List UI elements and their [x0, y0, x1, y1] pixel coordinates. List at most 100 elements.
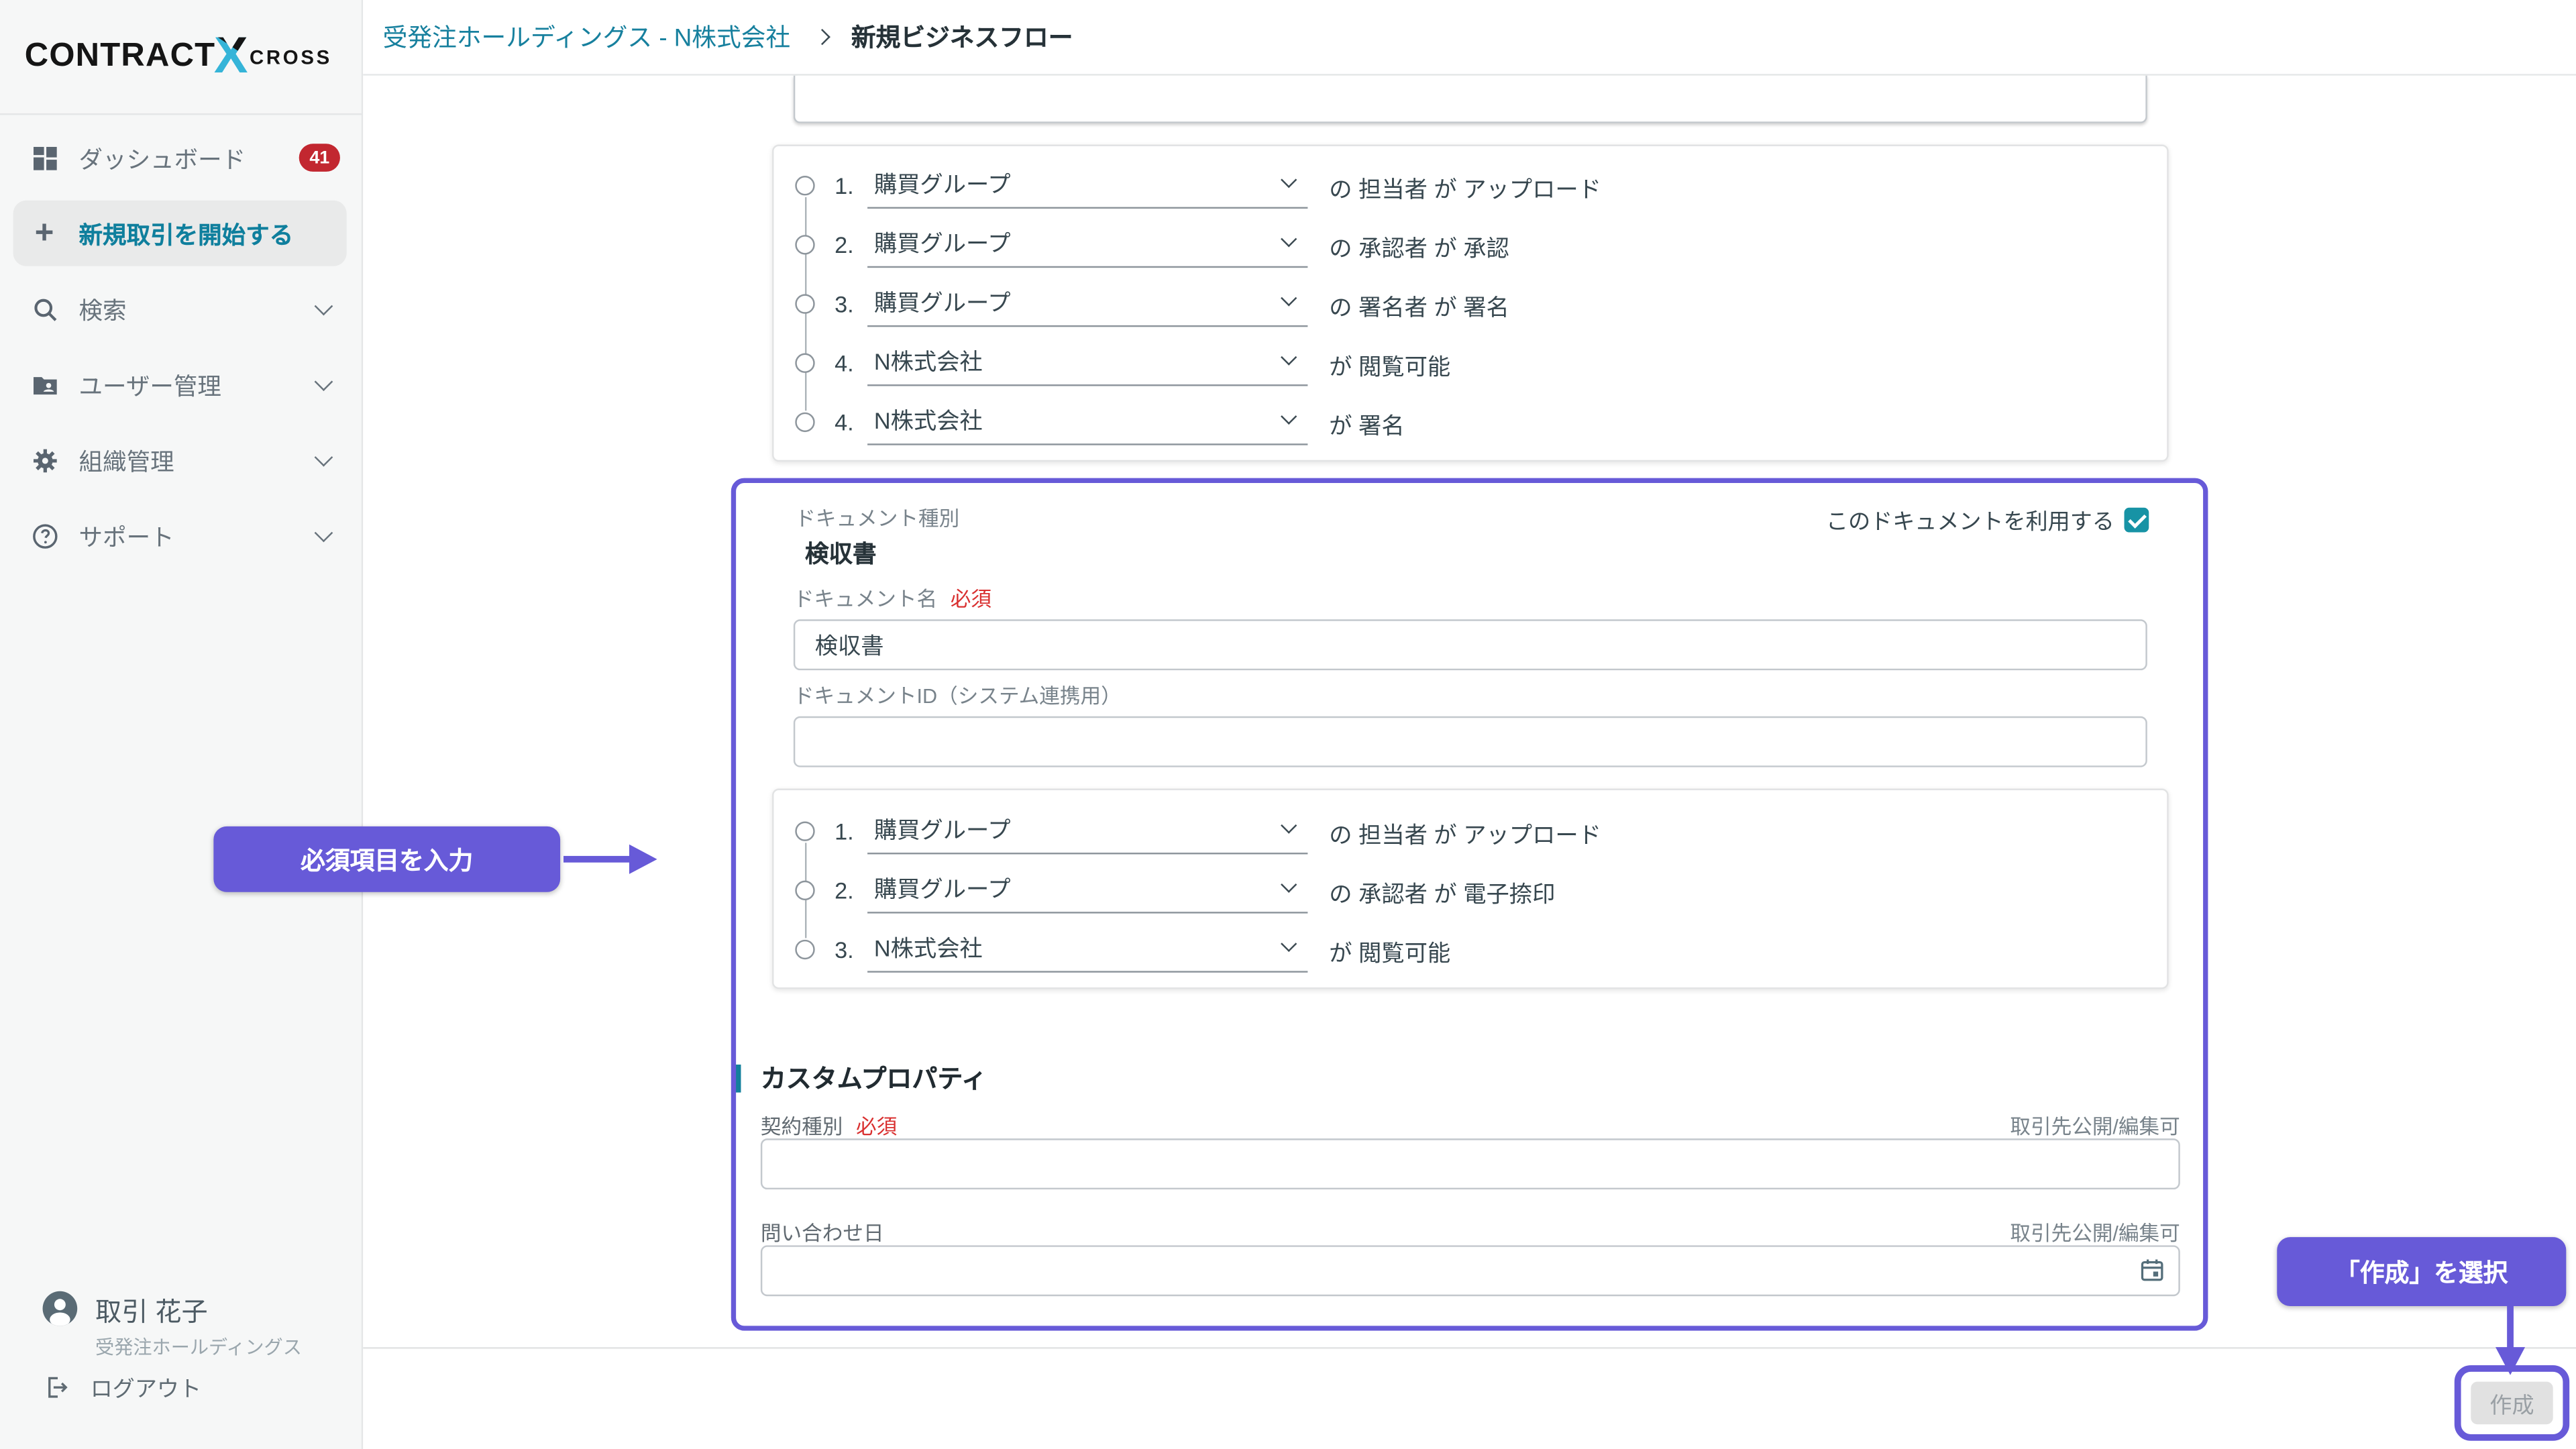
chevron-down-icon	[1281, 349, 1297, 366]
avatar	[41, 1289, 78, 1360]
breadcrumb-separator-icon	[814, 28, 831, 46]
sidebar-item-org-management[interactable]: 組織管理	[0, 422, 363, 498]
sidebar-item-label: ダッシュボード	[78, 147, 246, 174]
step-party-select[interactable]: N株式会社	[867, 396, 1308, 445]
visibility-label: 取引先公開/編集可	[2010, 1222, 2180, 1246]
annotation-arrow-down-head	[2496, 1347, 2526, 1375]
highlight-rectangle	[731, 478, 2208, 1331]
user-organization: 受発注ホールディングス	[95, 1338, 302, 1359]
sidebar-item-search[interactable]: 検索	[0, 271, 363, 347]
step-party-select[interactable]: 購買グループ	[867, 864, 1308, 914]
document-name-input[interactable]	[793, 619, 2147, 671]
help-circle-icon	[30, 521, 59, 550]
workflow-step: 3. N株式会社 が 閲覧可能	[773, 920, 2167, 979]
step-number: 2.	[835, 877, 854, 904]
step-circle-icon	[795, 235, 815, 255]
step-circle-icon	[795, 353, 815, 373]
step-number: 3.	[835, 290, 854, 317]
document-type-value: 検収書	[805, 542, 877, 569]
step-number: 3.	[835, 936, 854, 963]
custom-properties-heading: カスタムプロパティ	[734, 1060, 987, 1096]
sidebar-item-new-transaction[interactable]: + 新規取引を開始する	[0, 195, 363, 271]
user-name: 取引 花子	[95, 1299, 208, 1328]
workflow-step: 2. 購買グループ の 承認者 が 電子捺印	[773, 861, 2167, 920]
step-number: 1.	[835, 172, 854, 199]
contract-type-input[interactable]	[760, 1138, 2180, 1190]
step-action-text: が 閲覧可能	[1329, 353, 1451, 380]
chevron-down-icon	[1281, 231, 1297, 248]
step-circle-icon	[795, 412, 815, 433]
step-circle-icon	[795, 821, 815, 841]
chevron-down-icon	[1281, 408, 1297, 425]
annotation-arrow-down	[2507, 1305, 2514, 1351]
section-title: カスタムプロパティ	[760, 1066, 987, 1095]
custom-field-label: 問い合わせ日	[760, 1222, 884, 1246]
annotation-callout-create: 「作成」を選択	[2277, 1237, 2567, 1306]
visibility-label: 取引先公開/編集可	[2010, 1115, 2180, 1139]
calendar-icon[interactable]	[2139, 1256, 2165, 1283]
previous-document-id-input[interactable]	[793, 75, 2147, 123]
folder-user-icon	[30, 370, 59, 399]
create-button[interactable]: 作成	[2471, 1381, 2553, 1425]
workflow-box-document: 1. 購買グループ の 担当者 が アップロード 2. 購買グループ の 承認者…	[772, 788, 2169, 989]
step-number: 1.	[835, 818, 854, 845]
logout-icon	[44, 1375, 69, 1399]
logout-button[interactable]: ログアウト	[44, 1370, 201, 1403]
chevron-down-icon	[314, 447, 333, 467]
step-circle-icon	[795, 939, 815, 960]
sidebar-item-dashboard[interactable]: ダッシュボード 41	[0, 120, 363, 196]
sidebar-item-label: ユーザー管理	[78, 374, 221, 400]
document-id-label: ドキュメントID（システム連携用）	[793, 685, 1122, 708]
step-action-text: の 担当者 が アップロード	[1329, 821, 1601, 848]
step-action-text: が 閲覧可能	[1329, 939, 1451, 967]
chevron-down-icon	[314, 523, 333, 543]
breadcrumb-parent-link[interactable]: 受発注ホールディングス - N株式会社	[382, 24, 791, 53]
document-name-label: ドキュメント名必須	[793, 588, 992, 612]
breadcrumb: 受発注ホールディングス - N株式会社 新規ビジネスフロー	[363, 0, 2576, 76]
use-document-row: このドキュメントを利用する	[1826, 502, 2149, 535]
workflow-step: 1. 購買グループ の 担当者 が アップロード	[773, 156, 2167, 215]
logo-cross-text: CROSS	[250, 45, 332, 68]
gear-icon	[30, 445, 59, 475]
step-party-select[interactable]: N株式会社	[867, 923, 1308, 973]
step-number: 4.	[835, 350, 854, 376]
sidebar-item-user-management[interactable]: ユーザー管理	[0, 347, 363, 423]
workflow-step: 1. 購買グループ の 担当者 が アップロード	[773, 802, 2167, 861]
main-area: 受発注ホールディングス - N株式会社 新規ビジネスフロー 1. 購買グループ …	[363, 0, 2576, 1449]
workflow-step: 4. N株式会社 が 閲覧可能	[773, 333, 2167, 392]
workflow-step: 4. N株式会社 が 署名	[773, 392, 2167, 451]
notification-badge: 41	[299, 144, 340, 172]
plus-icon: +	[34, 215, 54, 252]
step-party-select[interactable]: N株式会社	[867, 337, 1308, 386]
user-block: 取引 花子 受発注ホールディングス ログアウト	[0, 1285, 363, 1449]
required-badge: 必須	[855, 1115, 898, 1139]
step-party-select[interactable]: 購買グループ	[867, 805, 1308, 855]
step-circle-icon	[795, 294, 815, 314]
workflow-step: 2. 購買グループ の 承認者 が 承認	[773, 215, 2167, 274]
step-party-select[interactable]: 購買グループ	[867, 278, 1308, 327]
step-circle-icon	[795, 880, 815, 901]
sidebar-item-label: 組織管理	[78, 449, 174, 476]
annotation-arrow-right-head	[629, 844, 657, 874]
document-id-input[interactable]	[793, 716, 2147, 767]
sidebar-item-label: サポート	[78, 525, 174, 551]
step-number: 2.	[835, 231, 854, 258]
use-document-checkbox[interactable]	[2124, 506, 2149, 532]
search-icon	[30, 294, 59, 323]
inquiry-date-input[interactable]	[760, 1245, 2180, 1297]
page-title: 新規ビジネスフロー	[851, 24, 1073, 53]
step-action-text: の 署名者 が 署名	[1329, 294, 1509, 321]
required-badge: 必須	[950, 588, 992, 612]
sidebar-item-support[interactable]: サポート	[0, 498, 363, 574]
logo-contract-text: CONTRACT	[24, 38, 216, 74]
step-party-select[interactable]: 購買グループ	[867, 160, 1308, 209]
step-party-select[interactable]: 購買グループ	[867, 219, 1308, 268]
step-action-text: の 担当者 が アップロード	[1329, 176, 1601, 203]
sidebar-nav: ダッシュボード 41 + 新規取引を開始する 検索 ユーザー管理	[0, 120, 363, 574]
step-action-text: の 承認者 が 電子捺印	[1329, 880, 1556, 907]
footer-divider	[363, 1347, 2576, 1349]
